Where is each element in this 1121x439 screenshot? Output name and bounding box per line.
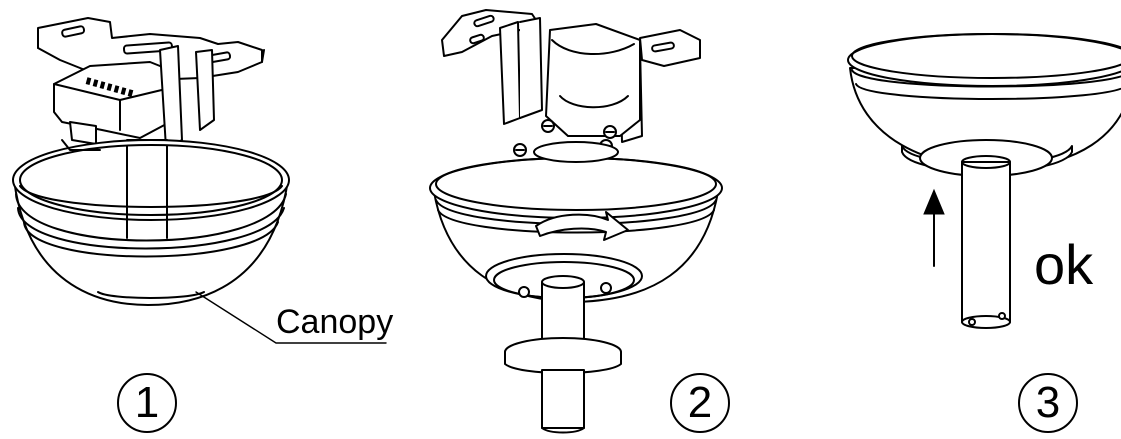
step3-downrod bbox=[961, 161, 1011, 323]
step2-motor-housing bbox=[545, 23, 641, 137]
step3-assembly bbox=[847, 33, 1121, 329]
step1-assembly bbox=[12, 17, 387, 344]
up-arrow-icon bbox=[923, 188, 945, 267]
canopy-leader-line bbox=[195, 291, 387, 344]
step-number-3: 3 bbox=[1018, 373, 1078, 433]
step-number-1: 1 bbox=[117, 373, 177, 433]
rotation-arrow-icon bbox=[535, 211, 629, 241]
step2-assembly bbox=[429, 9, 723, 434]
step-number-2: 2 bbox=[670, 373, 730, 433]
canopy-label: Canopy bbox=[276, 303, 394, 341]
step3-canopy bbox=[847, 33, 1121, 177]
step1-motor-housing bbox=[53, 61, 171, 139]
step1-vent-slots bbox=[85, 77, 134, 98]
step1-canopy bbox=[12, 139, 290, 306]
ok-label: ok bbox=[1034, 233, 1094, 296]
